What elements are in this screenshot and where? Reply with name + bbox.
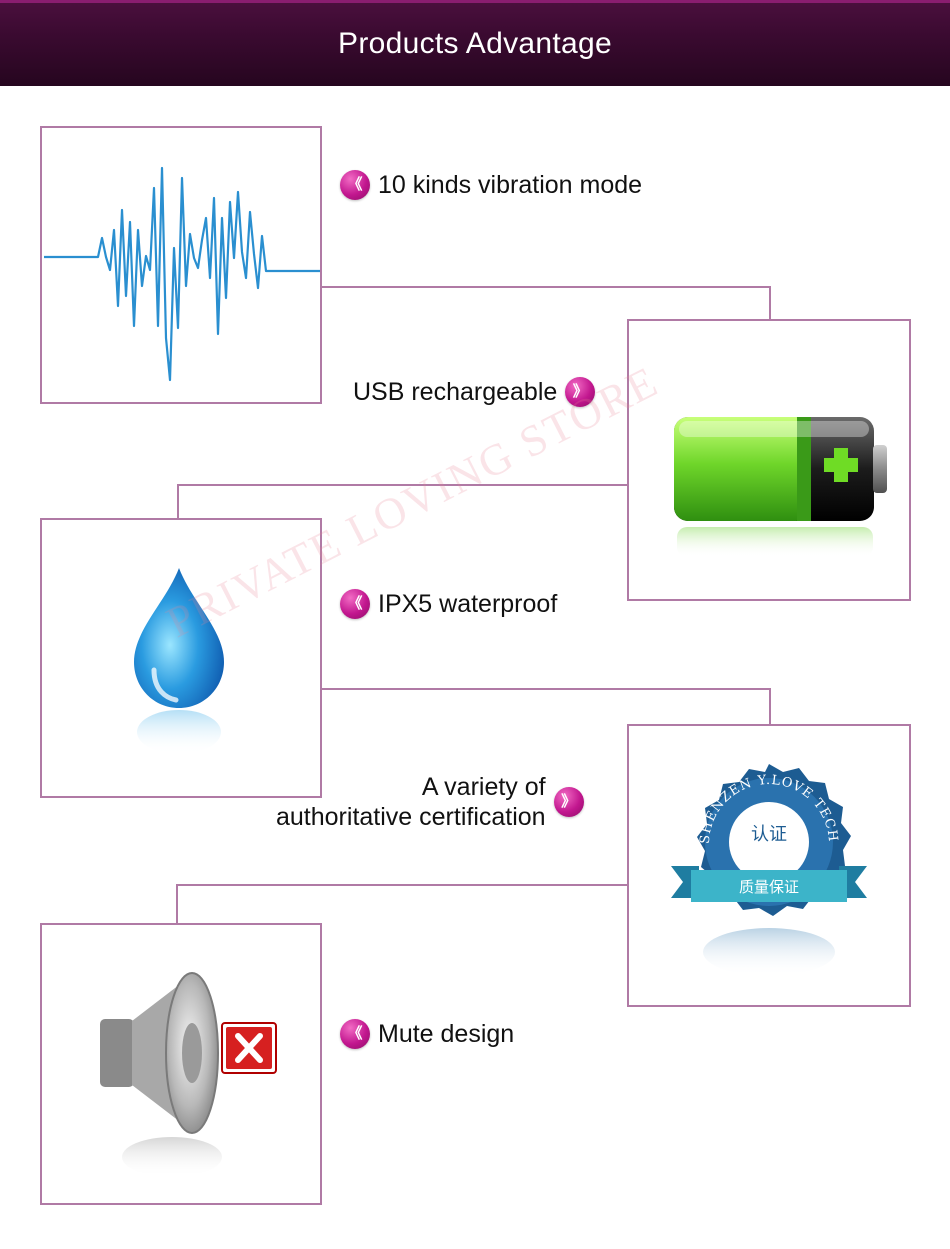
feature-image-box-certification: SHENZEN Y.LOVE TECHNOLOGY CO.,LTD 认证 质量保… xyxy=(627,724,911,1007)
bullet-icon: 《 xyxy=(340,170,370,200)
bullet-icon: 》 xyxy=(565,377,596,407)
connector-line xyxy=(176,884,629,886)
connector-line xyxy=(769,286,771,320)
feature-label: 10 kinds vibration mode xyxy=(378,171,643,199)
feature-image-box-vibration xyxy=(40,126,322,404)
feature-usb-rechargeable: USB rechargeable 》 xyxy=(353,377,596,407)
feature-label: Mute design xyxy=(378,1020,515,1048)
connector-line xyxy=(320,286,771,288)
bullet-icon: 》 xyxy=(553,787,584,817)
feature-label: A variety of authoritative certification xyxy=(276,772,546,832)
connector-line xyxy=(177,484,179,520)
battery-icon xyxy=(674,417,887,557)
muted-speaker-icon xyxy=(100,972,277,1177)
feature-label: IPX5 waterproof xyxy=(378,590,558,618)
feature-mute-design: 《 Mute design xyxy=(340,1019,514,1049)
connector-line xyxy=(177,484,629,486)
feature-label-line2: authoritative certification xyxy=(276,803,546,831)
svg-text:质量保证: 质量保证 xyxy=(739,878,799,896)
connector-line xyxy=(769,688,771,725)
page-title: Products Advantage xyxy=(338,27,612,60)
feature-certification: A variety of authoritative certification… xyxy=(276,772,584,832)
bullet-icon: 《 xyxy=(340,1019,370,1049)
bullet-icon: 《 xyxy=(340,589,370,619)
feature-label: USB rechargeable xyxy=(353,378,558,406)
connector-line xyxy=(320,688,771,690)
feature-label-line1: A variety of xyxy=(421,773,546,801)
feature-vibration-mode: 《 10 kinds vibration mode xyxy=(340,170,642,200)
feature-image-box-waterproof xyxy=(40,518,322,798)
connector-line xyxy=(176,884,178,924)
certification-seal-icon: SHENZEN Y.LOVE TECHNOLOGY CO.,LTD 认证 质量保… xyxy=(629,726,867,976)
water-drop-icon xyxy=(134,568,224,754)
header-banner: Products Advantage xyxy=(0,0,950,86)
feature-waterproof: 《 IPX5 waterproof xyxy=(340,589,557,619)
feature-image-box-mute xyxy=(40,923,322,1205)
feature-image-box-battery xyxy=(627,319,911,601)
svg-text:认证: 认证 xyxy=(751,824,787,845)
waveform-icon xyxy=(44,166,320,382)
